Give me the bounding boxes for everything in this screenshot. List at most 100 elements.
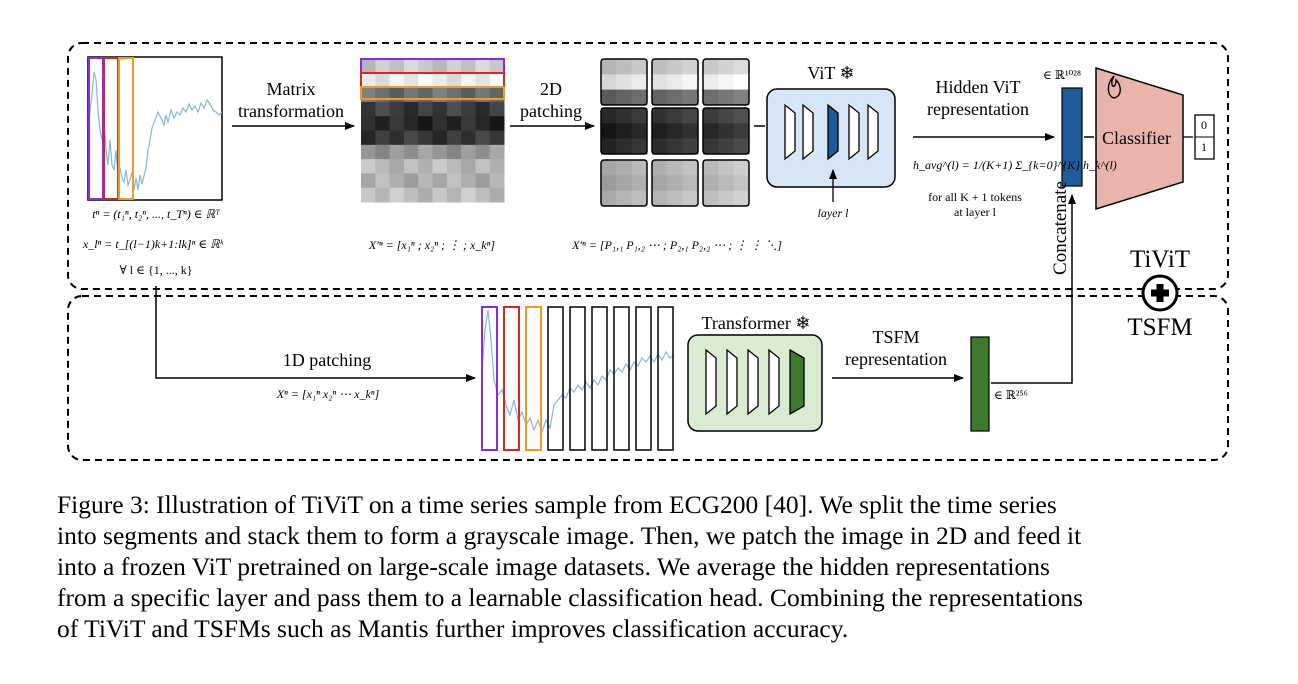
patch-pixel	[718, 59, 735, 75]
concatenate-label: Concatenate	[1050, 181, 1071, 275]
tsfm-region	[67, 295, 1229, 461]
image-pixel	[389, 130, 405, 146]
segment-orange	[118, 57, 134, 200]
image-pixel	[475, 130, 491, 146]
patch-pixel	[718, 74, 735, 91]
patch-pixel	[631, 108, 648, 124]
image-pixel	[418, 59, 433, 74]
image-pixel	[461, 187, 476, 203]
image-pixel	[389, 144, 405, 160]
image-pixel	[361, 101, 376, 117]
image-pixel	[461, 144, 476, 160]
image-pixel	[475, 173, 491, 189]
image-pixel	[489, 130, 505, 146]
patch-tile	[702, 58, 750, 106]
vit-model	[766, 88, 896, 188]
image-pixel	[375, 144, 391, 160]
image-pixel	[446, 59, 462, 74]
patch-pixel	[616, 108, 633, 124]
image-pixel	[446, 101, 462, 117]
image-pixel	[489, 73, 505, 89]
caption-line: Figure 3: Illustration of TiViT on a tim…	[57, 490, 1057, 519]
image-pixel	[389, 159, 405, 174]
image-pixel	[389, 59, 405, 74]
patch-pixel	[718, 108, 735, 124]
time-series-plot	[87, 56, 223, 201]
patch-pixel	[718, 190, 735, 207]
image-pixel	[361, 59, 376, 74]
patch-pixel	[718, 160, 735, 176]
image-pixel	[461, 116, 476, 131]
patch-pixel	[733, 59, 750, 75]
image-pixel	[403, 73, 419, 89]
patch-red	[503, 306, 520, 451]
caption-line: from a specific layer and pass them to a…	[57, 583, 1084, 612]
image-pixel	[418, 159, 433, 174]
havg-formula: h_avg^(l) = 1/(K+1) Σ_{k=0}^{K} h_k^(l)	[913, 158, 1117, 172]
image-pixel	[461, 73, 476, 89]
image-pixel	[446, 116, 462, 131]
image-pixel	[432, 101, 448, 117]
patch-pixel	[631, 190, 648, 207]
image-pixel	[432, 116, 448, 131]
image-pixel	[432, 159, 448, 174]
image-pixel	[475, 159, 491, 174]
patch-pixel	[667, 108, 684, 124]
image-pixel	[461, 87, 476, 103]
vit-representation-bar	[1061, 87, 1083, 187]
image-pixel	[403, 187, 419, 203]
patch-pixel	[601, 74, 617, 91]
image-pixel	[432, 187, 448, 203]
snowflake-icon: ❄	[795, 313, 811, 333]
image-pixel	[375, 159, 391, 174]
patch-orange	[525, 306, 542, 451]
image-pixel	[403, 159, 419, 174]
x-1d-formula: Xⁿ = [x₁ⁿ x₂ⁿ ⋯ x_kⁿ]	[276, 387, 380, 401]
image-pixel	[361, 130, 376, 146]
tsfm-label: TSFM	[1127, 314, 1193, 341]
image-pixel	[475, 73, 491, 89]
image-patches	[600, 58, 750, 207]
image-pixel	[361, 116, 376, 131]
patch-pixel	[601, 89, 617, 106]
patch-tile	[702, 107, 750, 155]
image-pixel	[361, 87, 376, 103]
flame-icon	[1107, 75, 1121, 99]
image-pixel	[475, 116, 491, 131]
patch-pixel	[682, 89, 699, 106]
image-pixel	[361, 173, 376, 189]
tsfm-dim-label: ∈ ℝ²⁵⁶	[994, 388, 1028, 402]
patch-pixel	[682, 74, 699, 91]
patch-pixel	[667, 138, 684, 155]
image-pixel	[375, 187, 391, 203]
patch-tile	[600, 159, 648, 207]
patch-pixel	[652, 138, 668, 155]
patch-pixel	[631, 59, 648, 75]
tsfm-last-layer	[789, 348, 805, 416]
image-pixel	[446, 73, 462, 89]
image-pixel	[446, 187, 462, 203]
patch-pixel	[703, 160, 719, 176]
patch-pixel	[631, 123, 648, 140]
patch-pixel	[652, 108, 668, 124]
image-pixel	[475, 101, 491, 117]
patch-pixel	[703, 74, 719, 91]
patch-pixel	[631, 89, 648, 106]
patch-pixel	[682, 138, 699, 155]
image-pixel	[489, 187, 505, 203]
patch-pixel	[616, 89, 633, 106]
image-pixel	[403, 144, 419, 160]
patch-pixel	[616, 59, 633, 75]
patch-pixel	[616, 190, 633, 207]
1d-patching-label: 1D patching	[282, 350, 372, 370]
patch-pixel	[682, 160, 699, 176]
patch-pixel	[703, 89, 719, 106]
image-pixel	[475, 59, 491, 74]
image-pixel	[403, 116, 419, 131]
image-pixel	[418, 101, 433, 117]
